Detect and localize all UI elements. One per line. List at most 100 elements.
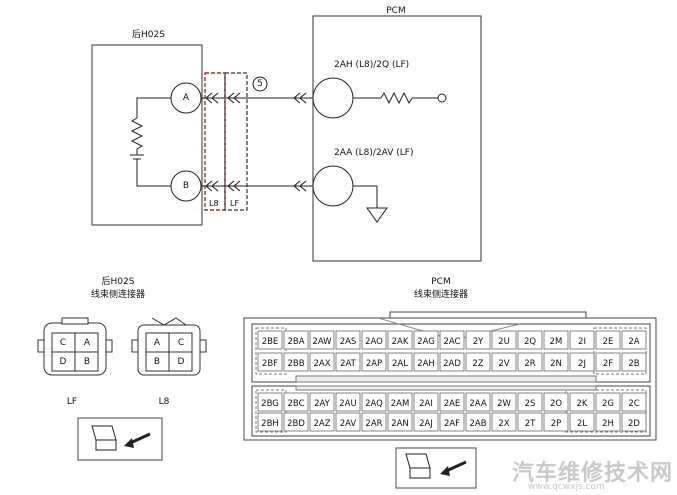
pcm-pin-cell bbox=[335, 352, 361, 372]
pcm-lower-terminal bbox=[312, 165, 354, 207]
variant-lf-label: LF bbox=[230, 199, 240, 208]
pcm-pin-cell bbox=[309, 330, 335, 350]
pcm-pin-label: 2AJ bbox=[419, 419, 433, 429]
pcm-conn-subtitle: 线束侧连接器 bbox=[413, 290, 469, 300]
pcm-pin-cell bbox=[465, 392, 491, 412]
pcm-pin-cell bbox=[491, 330, 517, 350]
pcm-pin-cell bbox=[491, 392, 517, 412]
pcm-pin-label: 2W bbox=[497, 399, 511, 409]
connector-chevrons bbox=[205, 92, 307, 192]
pcm-pin-cell bbox=[257, 352, 283, 372]
l8-pin: D bbox=[177, 357, 185, 367]
pcm-pin-label: 2BC bbox=[287, 399, 304, 409]
pcm-pin-cell bbox=[361, 412, 387, 432]
pcm-pin-cell bbox=[361, 352, 387, 372]
pcm-upper-terminal bbox=[312, 77, 354, 119]
pcm-pin-cell bbox=[283, 330, 309, 350]
l8-pin: B bbox=[153, 357, 161, 367]
pcm-pin-label: 2V bbox=[498, 359, 509, 369]
pcm-pin-cell bbox=[309, 412, 335, 432]
pcm-pin-cell bbox=[543, 412, 569, 432]
pcm-pin-cell bbox=[517, 352, 543, 372]
pcm-pin-label: 2S bbox=[525, 399, 536, 409]
pcm-pin-label: 2AP bbox=[366, 359, 382, 369]
pcm-pin-cell bbox=[387, 352, 413, 372]
pcm-upper-term-label: 2AH (L8)/2Q (LF) bbox=[334, 60, 410, 70]
pcm-pin-label: 2F bbox=[603, 359, 613, 369]
sensor-conn-subtitle: 线束侧连接器 bbox=[90, 290, 146, 300]
pcm-pin-label: 2Z bbox=[472, 359, 483, 369]
sensor-title: 后H02S bbox=[132, 30, 165, 40]
pcm-pin-label: 2Q bbox=[524, 337, 536, 347]
lf-conn-label: LF bbox=[66, 397, 78, 407]
lf-variant-box bbox=[224, 72, 248, 211]
pcm-pin-cell bbox=[543, 392, 569, 412]
pcm-pin-cell bbox=[361, 330, 387, 350]
pcm-pin-cell bbox=[387, 392, 413, 412]
pcm-pin-cell bbox=[439, 330, 465, 350]
pcm-title: PCM bbox=[386, 6, 406, 16]
pcm-pin-cell bbox=[595, 392, 621, 412]
pcm-pin-cell bbox=[621, 352, 647, 372]
pcm-pin-cell bbox=[387, 330, 413, 350]
pcm-pin-label: 2BA bbox=[287, 337, 304, 347]
l8-connector bbox=[131, 317, 207, 376]
pcm-pin-label: 2AR bbox=[365, 419, 382, 429]
pcm-pin-label: 2AW bbox=[312, 337, 332, 347]
pcm-pin-cell bbox=[465, 412, 491, 432]
pcm-pin-cell bbox=[569, 392, 595, 412]
pcm-pin-cell bbox=[543, 352, 569, 372]
pcm-pin-label: 2R bbox=[524, 359, 535, 369]
pcm-pin-cell bbox=[439, 412, 465, 432]
pcm-pin-label: 2M bbox=[550, 337, 563, 347]
pcm-pin-label: 2A bbox=[628, 337, 639, 347]
connector-ref-label: 5 bbox=[257, 79, 263, 89]
pcm-pin-label: 2AV bbox=[340, 419, 357, 429]
pcm-pin-cell bbox=[569, 330, 595, 350]
pcm-pin-label: 2T bbox=[525, 419, 536, 429]
lf-pin: C bbox=[59, 338, 67, 348]
pin-b-label: B bbox=[182, 181, 190, 191]
connector-ref-circle bbox=[252, 76, 268, 92]
pcm-pin-label: 2J bbox=[578, 359, 586, 369]
pcm-pin-cell bbox=[387, 412, 413, 432]
pcm-pin-cell bbox=[309, 352, 335, 372]
pcm-pin-label: 2AT bbox=[340, 359, 357, 369]
pcm-pin-label: 2AG bbox=[417, 337, 435, 347]
pcm-pin-label: 2AQ bbox=[365, 399, 383, 409]
wires bbox=[201, 97, 313, 187]
pcm-pin-label: 2B bbox=[628, 359, 639, 369]
lf-pin: A bbox=[83, 338, 91, 348]
sensor-element bbox=[130, 97, 172, 187]
pcm-pin-label: 2E bbox=[603, 337, 614, 347]
pcm-pin-label: 2AS bbox=[340, 337, 357, 347]
pcm-pin-cell bbox=[517, 412, 543, 432]
pcm-pin-cell bbox=[283, 352, 309, 372]
pcm-pin-label: 2C bbox=[628, 399, 639, 409]
pcm-pin-label: 2AK bbox=[392, 337, 409, 347]
pcm-pin-cell bbox=[439, 392, 465, 412]
pcm-pin-label: 2P bbox=[551, 419, 562, 429]
pcm-pin-cell bbox=[361, 392, 387, 412]
pcm-pin-label: 2AU bbox=[339, 399, 356, 409]
pcm-pin-label: 2N bbox=[550, 359, 562, 369]
pcm-pin-cell bbox=[569, 412, 595, 432]
pcm-pin-label: 2AH bbox=[417, 359, 435, 369]
pcm-pin-label: 2I bbox=[578, 337, 586, 347]
pcm-pin-label: 2AE bbox=[444, 399, 461, 409]
watermark: 汽车维修技术网 bbox=[512, 461, 674, 486]
lf-connector bbox=[37, 317, 113, 376]
pcm-pin-label: 2AZ bbox=[313, 419, 330, 429]
pcm-pin-cell bbox=[439, 352, 465, 372]
pcm-lower-term-label: 2AA (L8)/2AV (LF) bbox=[334, 148, 414, 158]
lf-pin: D bbox=[59, 357, 67, 367]
pcm-pin-cell bbox=[621, 412, 647, 432]
pcm-pin-label: 2U bbox=[498, 337, 510, 347]
pcm-pin-cell bbox=[491, 352, 517, 372]
pcm-pin-cell bbox=[621, 330, 647, 350]
plug-icon-right bbox=[395, 447, 477, 489]
l8-pin: C bbox=[177, 338, 185, 348]
pcm-pin-cell bbox=[465, 330, 491, 350]
pcm-pin-label: 2BE bbox=[262, 337, 279, 347]
